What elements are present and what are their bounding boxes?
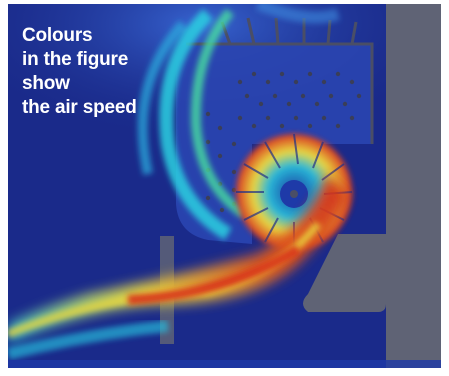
heat-exchanger-coil [205, 71, 362, 213]
outlet-jet [8, 174, 348, 360]
airflow-simulation [8, 4, 441, 368]
floor-shade [8, 360, 441, 368]
housing-right-wall [386, 4, 441, 368]
caption-line-1: Colours [22, 25, 93, 46]
cfd-figure: Colours in the figure show the air speed [8, 4, 441, 368]
chamber-outline [186, 42, 374, 144]
upper-airflow [137, 4, 340, 241]
figure-caption: Colours in the figure show the air speed [22, 24, 137, 120]
caption-line-2: in the figure [22, 49, 129, 70]
caption-line-4: the air speed [22, 97, 137, 118]
caption-line-3: show [22, 73, 70, 94]
housing-outlet-lip [303, 234, 386, 312]
